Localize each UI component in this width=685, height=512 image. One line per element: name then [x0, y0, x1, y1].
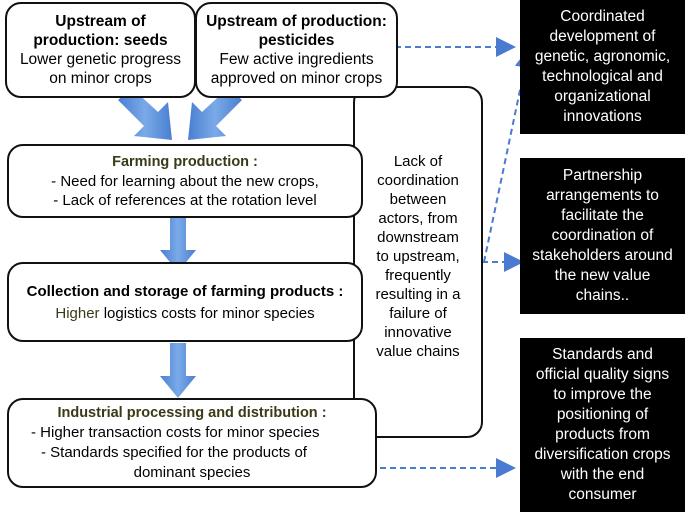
solution-2-line-3: facilitate the	[561, 207, 644, 224]
coordination-line-1: Lack of	[393, 153, 443, 170]
solution-box-3: Standards and official quality signs to …	[520, 338, 685, 512]
solution-1-line-6: innovations	[563, 108, 642, 125]
seeds-box: Upstream of production: seeds Lower gene…	[5, 2, 196, 98]
farming-line-2: - Lack of references at the rotation lev…	[53, 191, 317, 209]
collection-line: Higher logistics costs for minor species	[55, 304, 314, 323]
coordination-line-8: resulting in a	[375, 286, 461, 303]
industrial-title: Industrial processing and distribution :	[57, 404, 327, 421]
solution-2-line-5: stakeholders around	[532, 247, 673, 264]
coordination-line-2: coordination	[377, 172, 459, 189]
dashed-arrow-coordination-up	[483, 48, 535, 263]
coordination-line-10: innovative	[384, 324, 452, 341]
solution-3-line-6: diversification crops	[534, 446, 671, 463]
seeds-line-2: on minor crops	[49, 70, 152, 87]
collection-title: Collection and storage of farming produc…	[26, 282, 344, 300]
coordination-line-4: actors, from	[378, 210, 458, 227]
collection-rest: logistics costs for minor species	[99, 304, 315, 322]
solution-box-1: Coordinated development of genetic, agro…	[520, 0, 685, 134]
coordination-line-6: to upstream,	[376, 248, 460, 265]
coordination-line-11: value chains	[376, 343, 460, 360]
solution-1-line-1: Coordinated	[560, 8, 645, 25]
seeds-title-1: Upstream of	[55, 13, 146, 30]
solution-3-line-1: Standards and	[552, 346, 653, 363]
pesticides-box: Upstream of production: pesticides Few a…	[195, 2, 398, 98]
farming-box: Farming production : - Need for learning…	[7, 144, 363, 218]
solution-1-line-2: development of	[549, 28, 656, 45]
seeds-title-2: production: seeds	[33, 32, 168, 49]
collection-box: Collection and storage of farming produc…	[7, 262, 363, 342]
coordination-line-3: between	[389, 191, 447, 208]
industrial-item-2b: dominant species	[133, 463, 251, 481]
solution-3-line-5: products from	[555, 426, 650, 443]
pesticides-line-1: Few active ingredients	[219, 51, 374, 68]
industrial-item-1: - Higher transaction costs for minor spe…	[31, 423, 320, 441]
coordination-line-5: downstream	[377, 229, 459, 246]
solution-3-line-4: positioning of	[556, 406, 649, 423]
seeds-line-1: Lower genetic progress	[19, 51, 182, 68]
industrial-box: Industrial processing and distribution :…	[7, 398, 377, 488]
pesticides-line-2: approved on minor crops	[210, 70, 383, 87]
pesticides-title-1: Upstream of production:	[206, 13, 387, 30]
solution-2-line-7: chains..	[575, 287, 630, 304]
farming-title: Farming production :	[112, 153, 258, 170]
collection-highlight: Higher	[55, 304, 100, 322]
solution-1-line-3: genetic, agronomic,	[534, 48, 671, 65]
solution-3-line-8: consumer	[568, 486, 637, 503]
solution-2-line-1: Partnership	[562, 167, 643, 184]
arrow-farming-to-collection	[160, 216, 196, 272]
solution-3-line-2: official quality signs	[535, 366, 670, 383]
solution-1-line-5: organizational	[554, 88, 651, 105]
solution-box-2: Partnership arrangements to facilitate t…	[520, 158, 685, 314]
coordination-line-9: failure of	[389, 305, 447, 322]
solution-3-line-7: with the end	[560, 466, 645, 483]
coordination-box: Lack of coordination between actors, fro…	[353, 86, 483, 438]
industrial-item-2: - Standards specified for the products o…	[41, 443, 307, 461]
arrow-collection-to-industrial	[160, 343, 196, 398]
farming-line-1: - Need for learning about the new crops,	[51, 172, 319, 190]
arrow-seeds-to-farming	[118, 88, 172, 140]
coordination-line-7: frequently	[385, 267, 451, 284]
arrow-pesticides-to-farming	[188, 88, 242, 140]
solution-2-line-6: the new value	[554, 267, 651, 284]
solution-2-line-4: coordination of	[551, 227, 654, 244]
solution-1-line-4: technological and	[542, 68, 663, 85]
pesticides-title-2: pesticides	[258, 32, 335, 49]
solution-2-line-2: arrangements to	[546, 187, 659, 204]
solution-3-line-3: to improve the	[553, 386, 652, 403]
